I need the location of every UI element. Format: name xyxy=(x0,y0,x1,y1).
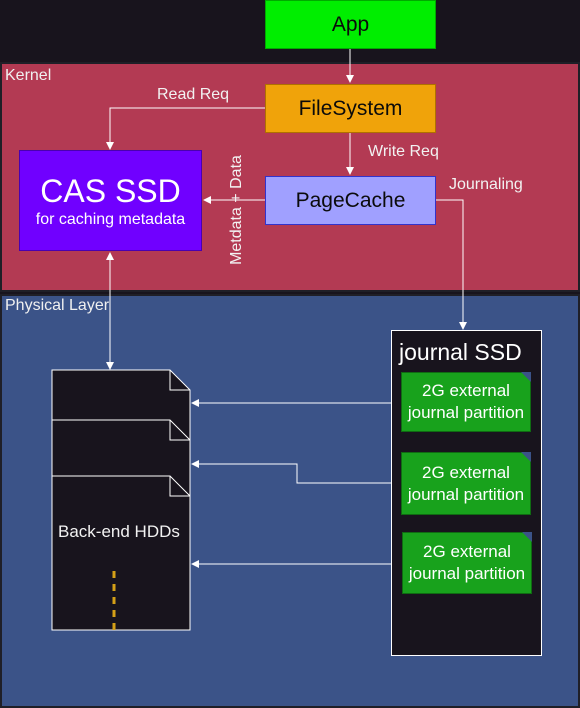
journaling-arrow xyxy=(436,199,467,330)
pagecache-label: PageCache xyxy=(295,188,406,212)
filesystem-label: FileSystem xyxy=(298,96,403,120)
journal-partition-2[interactable]: 2G external journal partition xyxy=(401,452,531,515)
pagecache-box[interactable]: PageCache xyxy=(265,176,436,225)
kernel-label: Kernel xyxy=(5,67,52,84)
hdd-partition-2-arrow xyxy=(191,460,401,487)
journal-partition-3[interactable]: 2G external journal partition xyxy=(402,532,532,594)
hdd-stack-shape xyxy=(51,369,191,631)
journal-ssd-label: journal SSD xyxy=(399,339,522,365)
journaling-label: Journaling xyxy=(449,176,523,193)
write-req-label: Write Req xyxy=(368,143,439,160)
read-req-arrow xyxy=(106,107,265,150)
cas-ssd-box[interactable]: CAS SSD for caching metadata xyxy=(19,150,202,251)
app-box[interactable]: App xyxy=(265,0,436,49)
app-label: App xyxy=(331,12,370,36)
cas-ssd-title: CAS SSD xyxy=(40,172,181,209)
metadata-data-label: Metdata + Data xyxy=(228,155,245,265)
cas-ssd-subtitle: for caching metadata xyxy=(35,210,186,228)
filesystem-box[interactable]: FileSystem xyxy=(265,84,436,133)
physical-layer-label: Physical Layer xyxy=(5,297,110,314)
backend-hdds-label: Back-end HDDs xyxy=(58,522,180,541)
journal-partition-1[interactable]: 2G external journal partition xyxy=(401,372,531,432)
read-req-label: Read Req xyxy=(157,86,230,103)
